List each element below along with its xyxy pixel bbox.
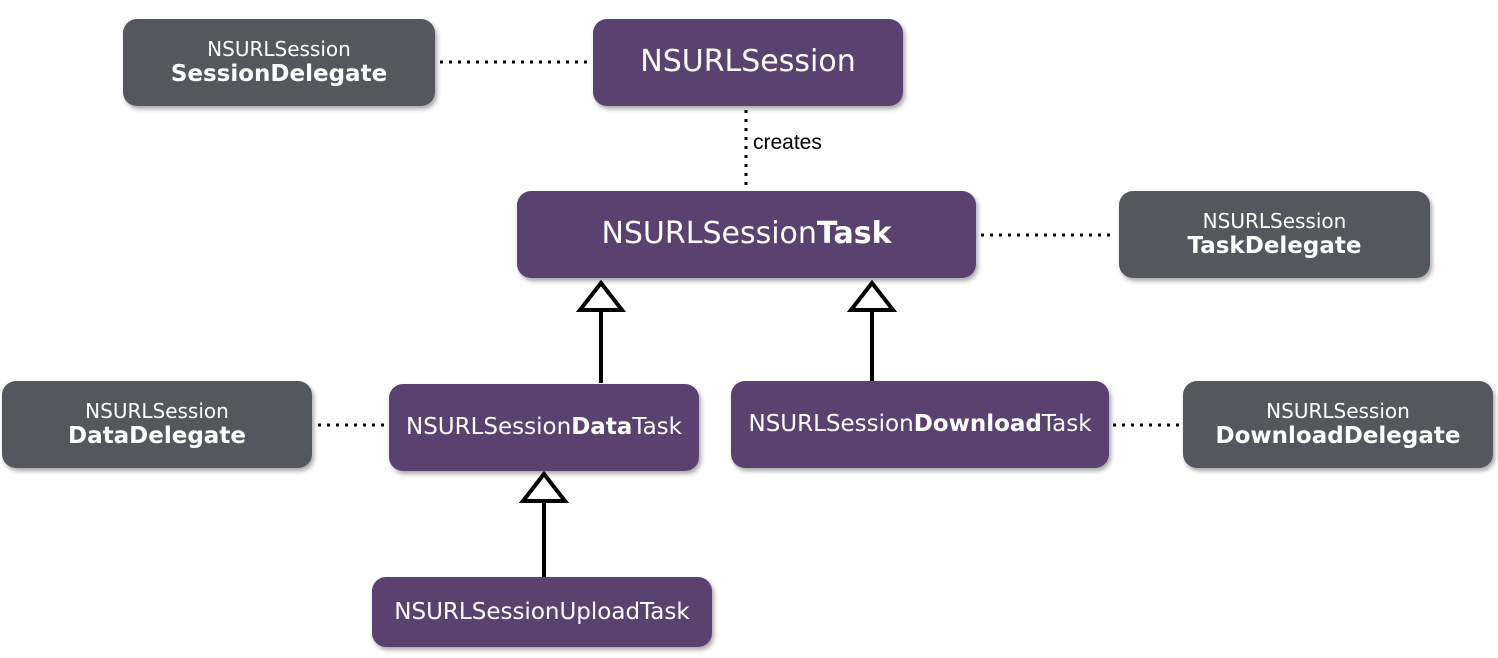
nsurlsession-node: NSURLSession	[593, 19, 903, 106]
session-delegate-node: NSURLSession SessionDelegate	[123, 19, 435, 106]
nsurlsession-node-label: NSURLSession	[640, 44, 856, 80]
upload-task-inheritance-arrowhead	[518, 470, 570, 503]
download-delegate-node: NSURLSession DownloadDelegate	[1183, 381, 1493, 468]
data-delegate-line2: DataDelegate	[68, 422, 246, 449]
nsurlsession-task-node-label: NSURLSessionTask	[601, 216, 892, 252]
download-delegate-line2: DownloadDelegate	[1215, 422, 1461, 449]
task-delegate-line2: TaskDelegate	[1187, 232, 1362, 259]
creates-label: creates	[753, 131, 822, 154]
nsurlsession-upload-task-node: NSURLSessionUploadTask	[372, 577, 712, 647]
nsurlsession-data-task-node-label: NSURLSessionDataTask	[406, 414, 682, 441]
download-delegate-line1: NSURLSession	[1266, 398, 1410, 423]
session-delegate-line2: SessionDelegate	[170, 60, 388, 87]
task-delegate-node: NSURLSession TaskDelegate	[1119, 191, 1430, 278]
nsurlsession-task-node: NSURLSessionTask	[517, 191, 976, 278]
data-delegate-node: NSURLSession DataDelegate	[2, 381, 312, 468]
data-delegate-line1: NSURLSession	[85, 398, 229, 423]
task-delegate-line1: NSURLSession	[1202, 208, 1347, 233]
nsurlsession-download-task-node: NSURLSessionDownloadTask	[731, 381, 1109, 468]
data-task-inheritance-arrowhead	[575, 279, 627, 312]
download-task-inheritance-arrowhead	[846, 279, 898, 312]
nsurlsession-download-task-node-label: NSURLSessionDownloadTask	[748, 411, 1092, 438]
nsurlsession-data-task-node: NSURLSessionDataTask	[389, 384, 699, 471]
nsurlsession-upload-task-node-label: NSURLSessionUploadTask	[394, 598, 690, 625]
session-delegate-line1: NSURLSession	[207, 36, 351, 61]
